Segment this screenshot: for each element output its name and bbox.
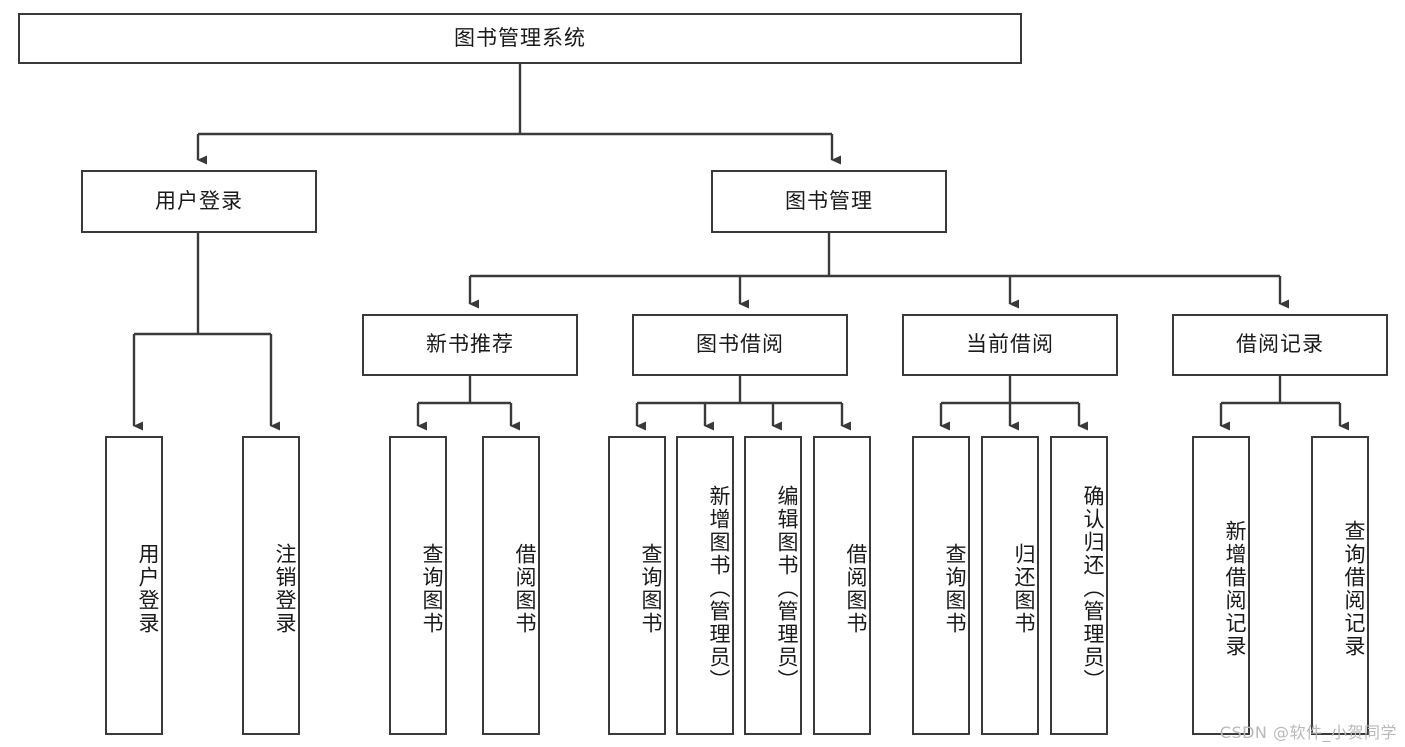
node-book-borrow[interactable]: 图书借阅	[632, 314, 848, 376]
node-book-manage[interactable]: 图书管理	[711, 170, 947, 233]
node-leaf-return-book[interactable]: 归还图书	[981, 436, 1039, 735]
node-leaf-add-book[interactable]: 新增图书（管理员）	[676, 436, 734, 735]
csdn-watermark: CSDN @软件_小贺同学	[1219, 723, 1397, 742]
node-new-book-recommend[interactable]: 新书推荐	[362, 314, 578, 376]
node-leaf-user-login[interactable]: 用户登录	[105, 436, 163, 735]
node-current-borrow[interactable]: 当前借阅	[902, 314, 1118, 376]
node-leaf-borrow-book-1[interactable]: 借阅图书	[482, 436, 540, 735]
node-leaf-query-book-3[interactable]: 查询图书	[912, 436, 970, 735]
node-leaf-add-record[interactable]: 新增借阅记录	[1192, 436, 1250, 735]
node-borrow-record[interactable]: 借阅记录	[1172, 314, 1388, 376]
node-leaf-query-book-1[interactable]: 查询图书	[389, 436, 447, 735]
node-leaf-confirm-return[interactable]: 确认归还（管理员）	[1050, 436, 1108, 735]
node-leaf-borrow-book-2[interactable]: 借阅图书	[813, 436, 871, 735]
node-leaf-logout-login[interactable]: 注销登录	[242, 436, 300, 735]
node-root[interactable]: 图书管理系统	[18, 13, 1022, 64]
node-leaf-query-record[interactable]: 查询借阅记录	[1311, 436, 1369, 735]
node-leaf-edit-book[interactable]: 编辑图书（管理员）	[744, 436, 802, 735]
node-leaf-query-book-2[interactable]: 查询图书	[608, 436, 666, 735]
node-user-login[interactable]: 用户登录	[81, 170, 317, 233]
